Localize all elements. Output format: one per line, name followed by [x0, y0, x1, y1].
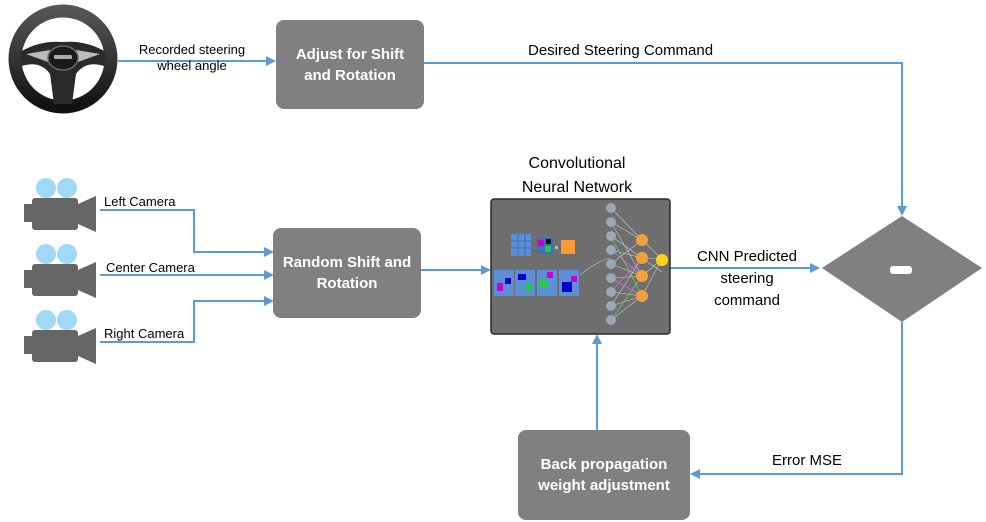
- edge-desired-command: [424, 62, 907, 216]
- edge-error-mse: [690, 322, 903, 479]
- error-mse-label: Error MSE: [772, 452, 843, 469]
- center-camera-icon: [24, 244, 96, 298]
- steering-angle-label-line1: Recorded steering: [138, 42, 246, 57]
- adjust-box-line1: Adjust for Shift: [295, 45, 405, 63]
- left-camera-icon: [24, 178, 96, 232]
- right-camera-label: Right Camera: [104, 326, 185, 341]
- cnn-predicted-label: CNN Predicted steering command: [684, 246, 810, 312]
- backprop-box-line2: weight adjustment: [538, 477, 670, 494]
- cnn-predicted-line2: steering: [720, 270, 774, 287]
- edge-left-camera: [100, 209, 274, 257]
- backprop-box-line1: Back propagation: [540, 456, 668, 473]
- cnn-connections: [579, 207, 663, 321]
- cnn-neurons: [606, 203, 668, 325]
- cnn-title-line1: Convolutional: [528, 155, 626, 172]
- steering-angle-label-line2: wheel angle: [157, 58, 227, 73]
- right-camera-icon: [24, 310, 96, 364]
- steering-wheel-icon: [8, 4, 118, 114]
- left-camera-label: Left Camera: [104, 194, 176, 209]
- connectors: [100, 56, 907, 479]
- cnn-title-line2: Neural Network: [521, 179, 633, 196]
- edge-right-camera: [100, 296, 274, 343]
- random-box-line1: Random Shift and: [282, 254, 412, 271]
- random-box-line2: Rotation: [316, 275, 378, 292]
- cnn-predicted-line3: command: [714, 292, 780, 309]
- random-shift-rotation-box: Random Shift and Rotation: [273, 228, 421, 318]
- center-camera-label: Center Camera: [106, 260, 195, 275]
- adjust-box-line2: and Rotation: [304, 66, 396, 84]
- cnn-predicted-line1: CNN Predicted: [696, 248, 798, 265]
- back-propagation-box: Back propagation weight adjustment: [518, 430, 690, 520]
- cnn-panel: [490, 198, 671, 335]
- cnn-feature-maps: [494, 234, 579, 296]
- adjust-shift-rotation-box: Adjust for Shift and Rotation: [276, 20, 424, 109]
- cnn-title: Convolutional Neural Network: [500, 152, 654, 200]
- steering-angle-label: Recorded steering wheel angle: [128, 42, 256, 74]
- desired-steering-label: Desired Steering Command: [528, 42, 714, 59]
- comparator-diamond: [822, 216, 982, 322]
